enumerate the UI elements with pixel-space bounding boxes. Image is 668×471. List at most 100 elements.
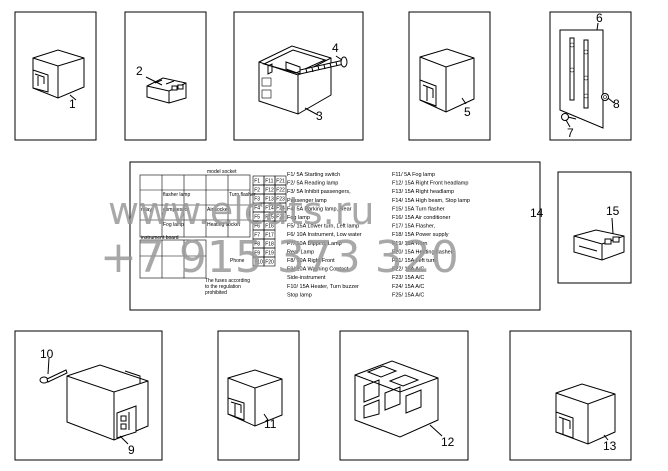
part-3-leader [304,107,319,116]
fuse-description-line: F19/ 15A Horn [392,241,427,247]
fuse-slot-label: F13 [265,197,274,203]
label-turn-flasher: Turn flasher [229,192,256,198]
label-air-socket: Air socket [207,207,230,213]
part-3-4-housing-panel: 4 3 [233,11,364,141]
note-line-2: to the regulation [205,284,241,290]
part-2-frame [124,11,207,141]
fuse-slot-label: F20 [265,260,274,266]
label-flasher-lamp: flasher lamp [163,192,190,198]
part-5-relay-panel: 5 [408,11,491,141]
callout-12: 12 [441,435,455,449]
part-1-relay-drawing [32,49,85,99]
fuse-description-line: Passenger lamp [287,198,327,204]
fuse-description-line: F6/ 10A Instrument, Low water [287,232,362,238]
fuse-slot-label: F23 [276,197,285,203]
callout-10: 10 [40,347,54,361]
label-relay: relay [141,207,152,213]
fuse-description-line: F23/ 15A A/C [392,275,424,281]
part-1-leader [69,94,77,101]
part-15-leader [611,217,614,235]
fuse-description-line: F20/ 15A Heating flasher [392,249,453,255]
callout-9: 9 [128,443,135,457]
fuse-description-line: Stop lamp [287,292,312,298]
part-2-connector-panel: 2 [124,11,207,141]
label-heating-socket: Heating socket [207,222,241,228]
part-12-leader [429,424,443,437]
watermark: www.elcats.ru +7 915 373 320 [100,189,459,283]
fuse-slot-label: F10 [254,260,263,266]
part-2-leader [145,76,163,86]
fuse-slot-label: F7 [254,233,260,239]
part-6-8-plate-panel: 6 8 7 [549,11,632,141]
part-12-socket-panel: 12 [339,330,469,461]
fuse-slot-label: F16 [265,224,274,230]
relay-grid: model socket flasher lamp Turn flasher A… [139,169,256,296]
fuse-description-line: F24/ 15A A/C [392,284,424,290]
part-13-relay-drawing [555,383,616,445]
label-phone: Phone [230,258,245,264]
part-11-relay-drawing [227,369,283,427]
fuse-description-line: F14/ 15A High beam, Stop lamp [392,198,470,204]
part-13-relay-panel: 13 [509,330,632,461]
fuse-slot-label: F3 [254,197,260,203]
part-4-screw-drawing [299,56,348,75]
fuse-description-line: F8/ 10A Right Front [287,258,335,264]
part-9-10-flasher-panel: 10 9 [14,330,163,461]
part-11-leader [263,413,269,421]
part-6-leader [596,22,599,31]
part-14-fuse-box-panel: model socket flasher lamp Turn flasher A… [129,161,541,311]
label-fog-lamp: Fog lamp [163,222,184,228]
part-9-leader [119,435,129,445]
fuse-description-line: F13/ 15A Right headlamp [392,189,454,195]
part-10-screw-drawing [39,369,68,384]
fuse-description-line: F12/ 15A Right Front headlamp [392,181,468,187]
fuse-description-line: Rear Lamp [287,249,314,255]
fuse-slot-label: F4 [254,206,260,212]
fuse-description-line: F22/ 15A A/C [392,267,424,273]
part-13-leader [603,434,609,441]
part-12-socket-drawing [354,360,439,438]
callout-4: 4 [332,41,339,55]
fuse-slot-label: F1 [254,179,260,185]
fuse-slot-label: F17 [265,233,274,239]
part-8-leader [607,97,615,104]
part-9-flasher-drawing [66,364,149,441]
fuse-description-line: F2/ 5A Reading lamp [287,181,338,187]
fuse-slot-f25 [274,211,287,222]
part-15-frame [557,171,632,284]
fuse-description-line: F25/ 15A A/C [392,292,424,298]
callout-14: 14 [530,206,544,220]
fuse-slot-label: F8 [254,242,260,248]
fuse-description-line: Fog lamp [287,215,310,221]
fuse-description-line: F3/ 5A Inhibit passengers, [287,189,351,195]
fuse-description-line: F16/ 15A Air conditioner [392,215,451,221]
fuse-slot-label: F12 [265,188,274,194]
callout-1: 1 [69,97,76,111]
callout-15: 15 [606,204,620,218]
fuse-description-line: F17/ 15A Flasher, [392,224,436,230]
fuse-description-line: Side-instrument [287,275,326,281]
fuse-description-line: F18/ 15A Power supply [392,232,449,238]
label-compressor: compressor [163,207,189,213]
fuse-description-line: F1/ 5A Starting switch [287,172,340,178]
part-1-relay-panel: 1 [14,11,97,141]
part-11-relay-panel: 11 [217,330,300,461]
fuse-slot-label: F6 [254,224,260,230]
fuse-slot-label: F11 [265,179,273,185]
fuse-slot-label: F5 [254,215,260,221]
label-instrument-board: instrument board [141,235,179,241]
part-7-leader [565,119,571,128]
callout-11: 11 [264,417,277,431]
fuse-slot-label: F21 [276,179,285,185]
callout-8: 8 [613,97,620,111]
fuse-slot-label: F24 [276,206,285,212]
fuse-slot-label: F2 [254,188,260,194]
note-line-3: prohibited [205,290,227,296]
watermark-line-1: www.elcats.ru [108,189,374,233]
part-10-leader [47,357,50,375]
callout-6: 6 [596,11,603,25]
callout-2: 2 [136,64,143,78]
